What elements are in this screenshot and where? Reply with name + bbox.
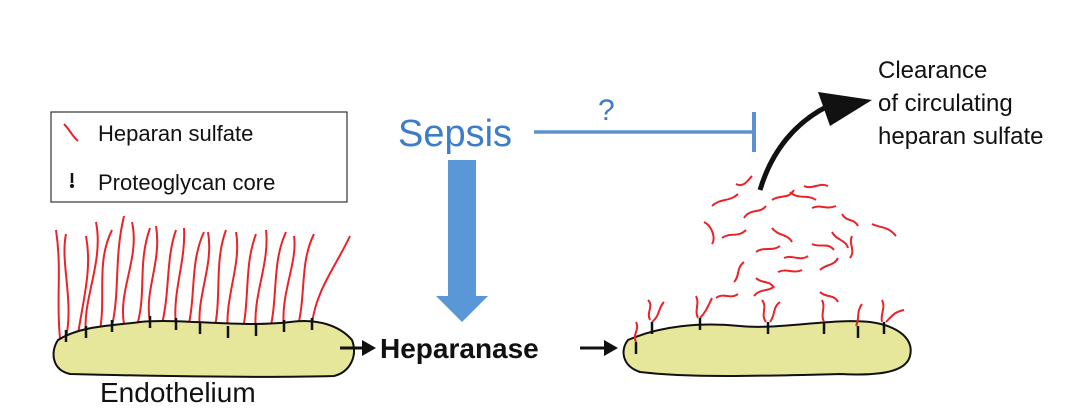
- right-endothelium-cell: [622, 320, 912, 377]
- endothelium-label: Endothelium: [100, 377, 256, 408]
- sepsis-down-arrow: [436, 160, 488, 322]
- heparanase-label: Heparanase: [380, 333, 539, 364]
- sepsis-label: Sepsis: [398, 113, 512, 155]
- right-proteoglycan-cores: [634, 318, 886, 354]
- proteoglycan-core-legend-icon: [70, 173, 74, 188]
- arrow-to-heparanase: [340, 340, 376, 356]
- inhibition-line: [534, 112, 756, 152]
- legend-heparan-sulfate-label: Heparan sulfate: [98, 121, 253, 146]
- clearance-arrow: [757, 92, 872, 191]
- left-heparan-sulfate-chains: [55, 215, 351, 339]
- left-endothelium-cell: [52, 320, 355, 378]
- legend-box: [50, 111, 348, 203]
- legend: Heparan sulfate Proteoglycan core: [50, 111, 348, 203]
- arrow-from-heparanase: [580, 340, 618, 356]
- clearance-label: Clearance of circulating heparan sulfate: [878, 57, 1043, 150]
- left-proteoglycan-cores: [64, 316, 314, 342]
- right-heparan-sulfate-stubs: [633, 295, 905, 343]
- heparan-sulfate-legend-icon: [63, 123, 79, 142]
- legend-proteoglycan-core-label: Proteoglycan core: [98, 170, 275, 195]
- question-mark-label: ?: [598, 94, 615, 127]
- circulating-heparan-sulfate-fragments: [703, 175, 897, 303]
